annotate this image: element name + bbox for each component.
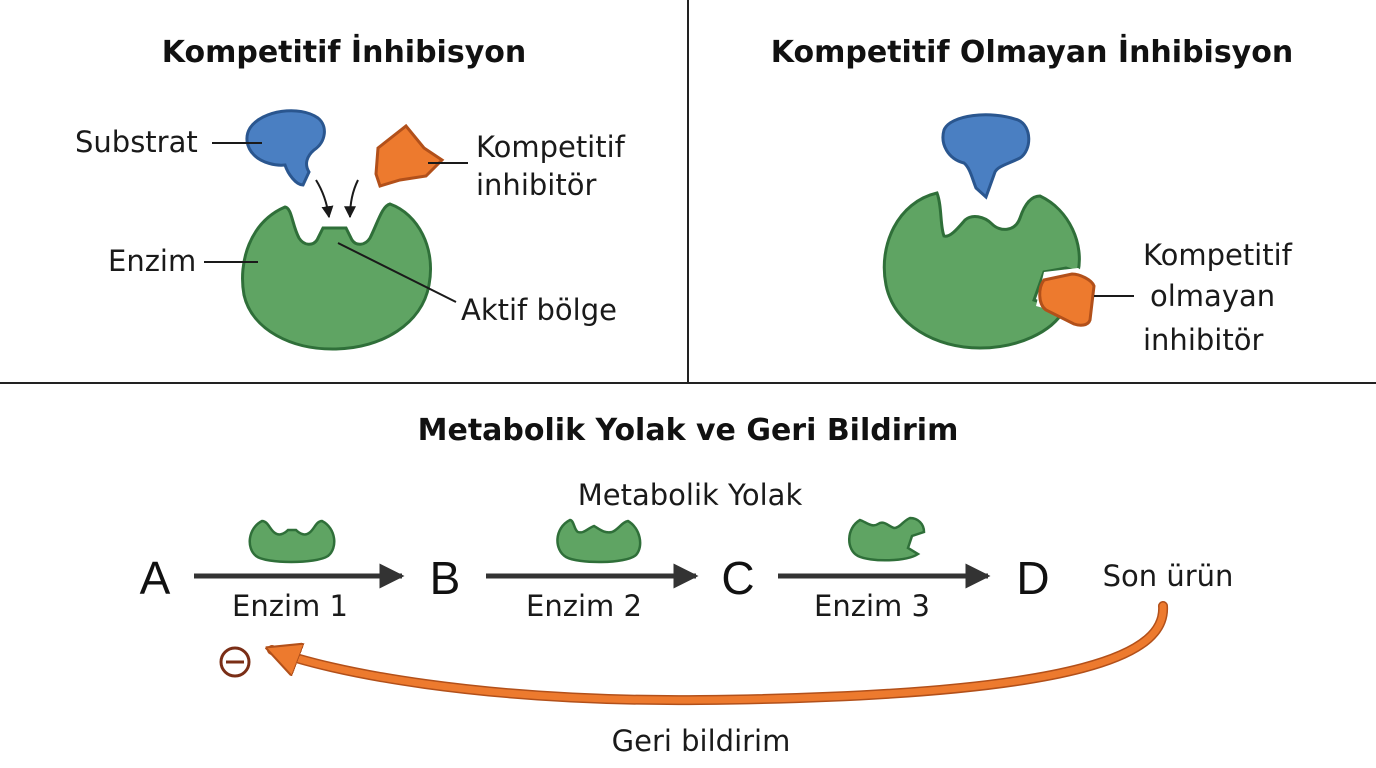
enzyme-1-label: Enzim 1 — [232, 589, 348, 623]
noncompetitive-inhibitor-label-line3: inhibitör — [1143, 323, 1263, 357]
competitive-inhibitor-label-line2: inhibitör — [476, 168, 596, 202]
enzyme-label: Enzim — [108, 244, 196, 278]
substrate-arrow-icon — [315, 179, 334, 219]
enzyme-2-shape — [556, 518, 642, 564]
pathway-panel: Metabolik Yolak ve Geri Bildirim Metabol… — [140, 413, 1234, 758]
enzyme-shape-2 — [882, 191, 1081, 350]
enzyme-3-label: Enzim 3 — [814, 589, 930, 623]
substrate-shape — [245, 109, 326, 187]
noncompetitive-panel: Kompetitif Olmayan İnhibisyon Kompetitif… — [771, 34, 1293, 357]
competitive-inhibitor-shape — [374, 123, 445, 188]
noncompetitive-title: Kompetitif Olmayan İnhibisyon — [771, 34, 1293, 70]
inhibition-minus-icon — [219, 646, 251, 678]
competitive-panel: Kompetitif İnhibisyon Substrat Kompetiti… — [75, 34, 626, 351]
enzyme-2-label: Enzim 2 — [526, 589, 642, 623]
inhibitor-arrow-icon — [344, 179, 359, 219]
noncompetitive-inhibitor-label-line1: Kompetitif — [1143, 238, 1293, 272]
node-a: A — [140, 552, 171, 604]
node-c: C — [721, 552, 754, 604]
enzyme-1-shape — [248, 519, 336, 564]
active-site-label: Aktif bölge — [461, 293, 617, 327]
feedback-arrow — [267, 601, 1169, 706]
feedback-label: Geri bildirim — [612, 724, 791, 758]
enzyme-3-shape — [848, 516, 926, 562]
noncompetitive-inhibitor-label-line2: olmayan — [1150, 279, 1275, 313]
node-d: D — [1016, 552, 1049, 604]
substrate-shape-2 — [941, 113, 1031, 200]
node-b: B — [430, 552, 461, 604]
noncompetitive-inhibitor-shape — [1038, 272, 1096, 327]
enzyme-shape — [241, 202, 432, 351]
pathway-title: Metabolik Yolak ve Geri Bildirim — [418, 413, 959, 448]
substrate-label: Substrat — [75, 125, 198, 159]
end-product-label: Son ürün — [1103, 559, 1234, 593]
competitive-inhibitor-label-line1: Kompetitif — [476, 130, 626, 164]
feedback-arrow-fill — [272, 602, 1167, 704]
active-site-leader — [337, 242, 457, 303]
competitive-title: Kompetitif İnhibisyon — [162, 34, 526, 70]
pathway-subtitle: Metabolik Yolak — [578, 478, 803, 512]
